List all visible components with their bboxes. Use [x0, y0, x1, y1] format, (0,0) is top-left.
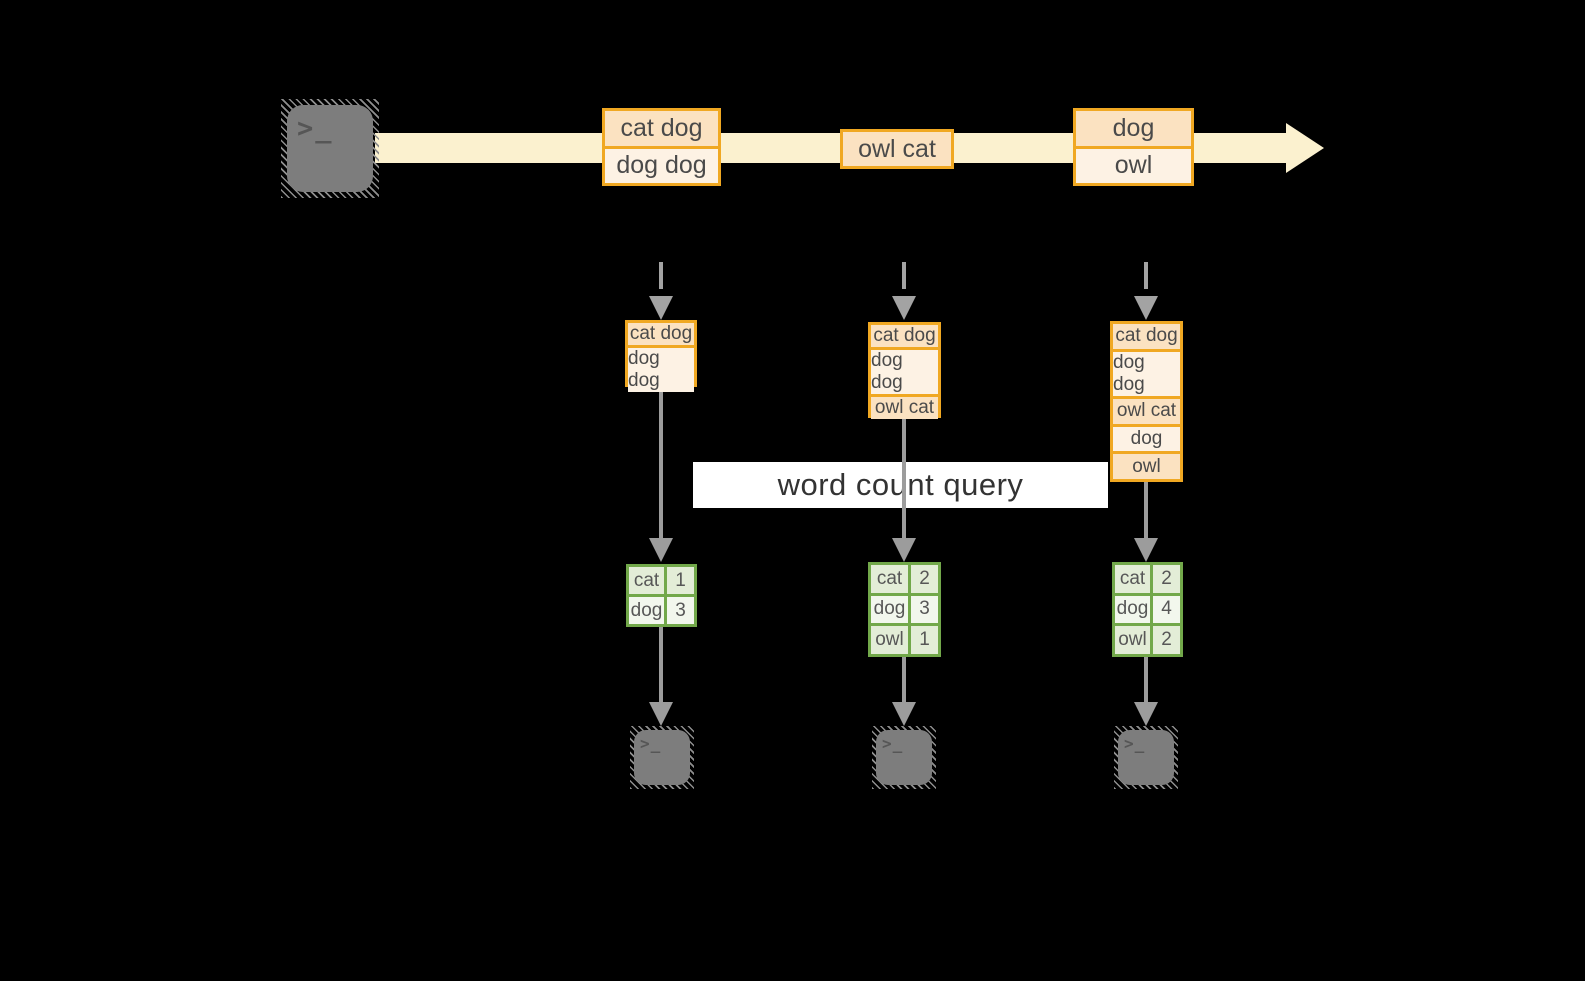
arrowhead-icon	[649, 702, 673, 726]
microbatch-record: dog dog	[628, 345, 694, 392]
stream-record: owl	[1076, 145, 1191, 183]
sink-terminal-icon: >_	[872, 726, 936, 789]
stream-record: owl cat	[843, 132, 951, 166]
query-label-band: word count query	[693, 462, 1108, 508]
terminal-prompt-glyph: >_	[882, 734, 904, 753]
source-terminal-icon: >_	[281, 99, 379, 198]
microbatch-record: owl	[1113, 451, 1180, 479]
stream-record: cat dog	[605, 111, 718, 146]
microbatch-record: dog dog	[1113, 348, 1180, 396]
count-cell: 3	[667, 597, 694, 624]
microbatch-stack-2: cat dog dog dog owl cat	[868, 322, 941, 419]
word-cell: dog	[629, 597, 664, 624]
count-cell: 2	[1153, 565, 1180, 593]
terminal-body	[876, 730, 932, 785]
terminal-body	[287, 105, 373, 192]
stream-record: dog dog	[605, 145, 718, 183]
microbatch-record: cat dog	[1113, 324, 1180, 349]
dashed-arrow-stem	[659, 262, 663, 289]
stream-batch-2: owl cat	[840, 129, 954, 169]
arrowhead-icon	[1134, 538, 1158, 562]
microbatch-record: dog dog	[871, 347, 938, 394]
word-cell: dog	[1115, 595, 1150, 624]
connector-line	[902, 657, 906, 702]
word-cell: cat	[871, 565, 908, 593]
count-cell: 1	[911, 626, 938, 654]
query-label: word count query	[777, 467, 1024, 502]
arrowhead-icon	[649, 538, 673, 562]
microbatch-record: dog	[1113, 423, 1180, 452]
wordcount-table-1: cat 1 dog 3	[626, 564, 697, 627]
dashed-arrowhead-icon	[1134, 296, 1158, 320]
microbatch-record: owl cat	[1113, 395, 1180, 424]
stream-batch-1: cat dog dog dog	[602, 108, 721, 186]
arrowhead-icon	[892, 538, 916, 562]
word-cell: cat	[629, 567, 664, 594]
word-cell: cat	[1115, 565, 1150, 593]
terminal-body	[1118, 730, 1174, 785]
dashed-arrow-stem	[902, 262, 906, 289]
microbatch-stack-3: cat dog dog dog owl cat dog owl	[1110, 321, 1183, 482]
connector-line	[659, 386, 663, 538]
sink-terminal-icon: >_	[1114, 726, 1178, 789]
connector-line	[1144, 657, 1148, 702]
arrowhead-icon	[1134, 702, 1158, 726]
microbatch-record: cat dog	[628, 323, 694, 345]
terminal-prompt-glyph: >_	[297, 113, 334, 144]
count-cell: 4	[1153, 595, 1180, 624]
word-cell: dog	[871, 595, 908, 624]
connector-line	[902, 417, 906, 538]
sink-terminal-icon: >_	[630, 726, 694, 789]
dashed-arrowhead-icon	[892, 296, 916, 320]
word-cell: owl	[871, 626, 908, 654]
wordcount-table-2: cat 2 dog 3 owl 1	[868, 562, 941, 657]
microbatch-stack-1: cat dog dog dog	[625, 320, 697, 392]
terminal-prompt-glyph: >_	[640, 734, 662, 753]
arrowhead-icon	[892, 702, 916, 726]
word-cell: owl	[1115, 626, 1150, 654]
dashed-arrow-stem	[1144, 262, 1148, 289]
wordcount-table-3: cat 2 dog 4 owl 2	[1112, 562, 1183, 657]
count-cell: 1	[667, 567, 694, 594]
dashed-arrowhead-icon	[649, 296, 673, 320]
microbatch-record: cat dog	[871, 325, 938, 347]
connector-line	[659, 627, 663, 702]
count-cell: 3	[911, 595, 938, 624]
count-cell: 2	[1153, 626, 1180, 654]
connector-line	[1144, 481, 1148, 538]
microbatch-record: owl cat	[871, 394, 938, 419]
count-cell: 2	[911, 565, 938, 593]
terminal-prompt-glyph: >_	[1124, 734, 1146, 753]
stream-batch-3: dog owl	[1073, 108, 1194, 186]
stream-arrowhead-icon	[1286, 123, 1324, 173]
stream-record: dog	[1076, 111, 1191, 146]
terminal-body	[634, 730, 690, 785]
